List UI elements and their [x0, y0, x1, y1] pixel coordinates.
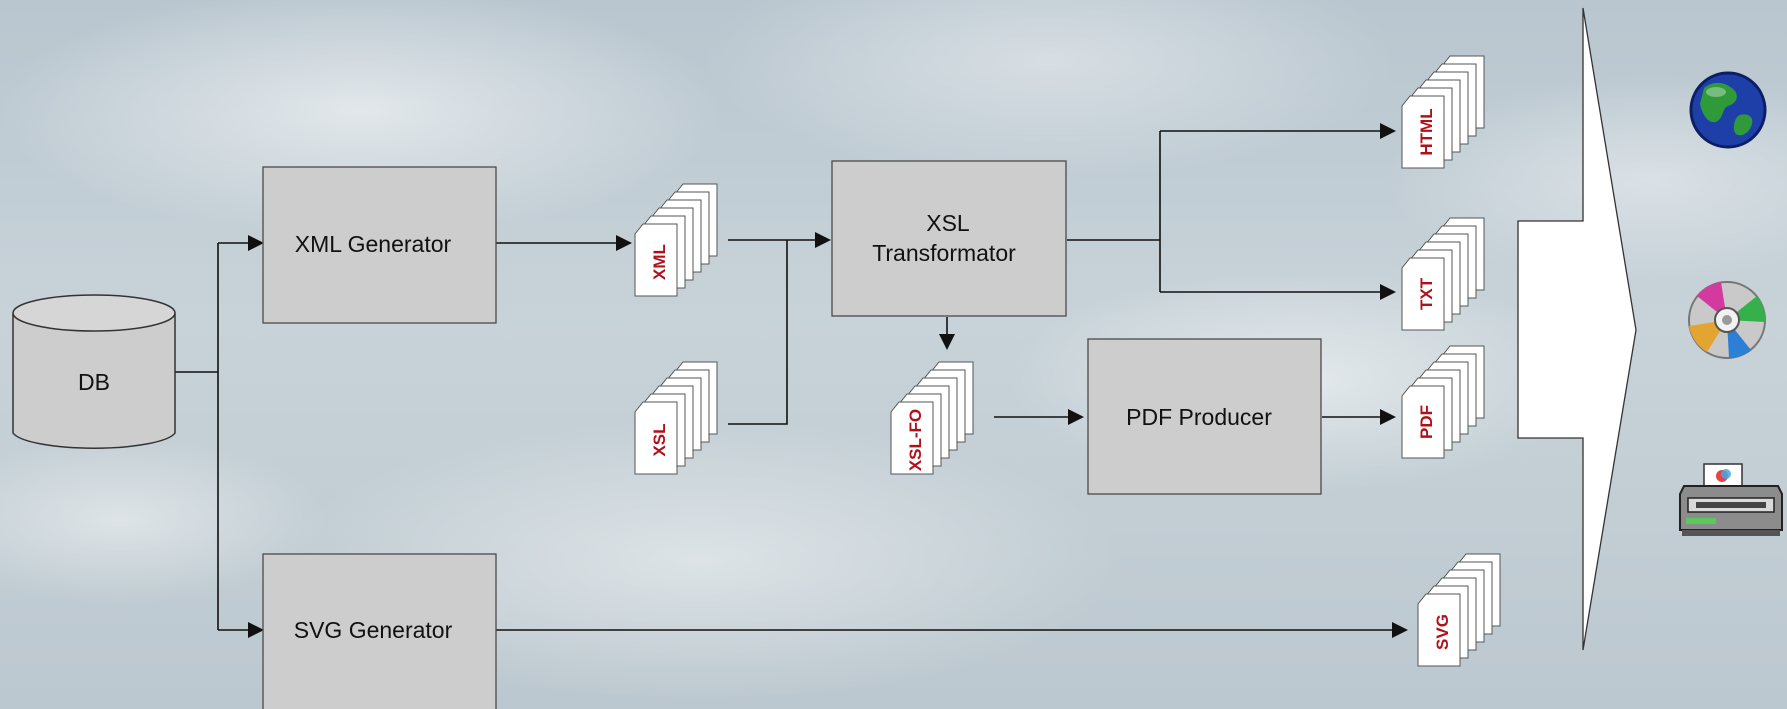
arrowhead [1068, 409, 1084, 425]
output-arrow [1517, 7, 1637, 651]
arrowhead [1392, 622, 1408, 638]
doc-stack-pdf: PDF [1401, 345, 1485, 459]
arrowheads [248, 123, 1408, 638]
doc-stack-xsl: XSL [634, 361, 718, 475]
xsl-transformator-box: XSL Transformator [831, 160, 1067, 317]
doc-stack-txt: TXT [1401, 217, 1485, 331]
db-cylinder: DB [12, 294, 176, 449]
xml-generator-box: XML Generator [262, 166, 497, 324]
connector-db-trunk [175, 243, 219, 630]
cd-icon [1688, 281, 1766, 359]
pdf-producer-box: PDF Producer [1087, 338, 1322, 495]
doc-label-xsl-fo: XSL-FO [906, 409, 925, 471]
doc-stack-xsl-fo: XSL-FO [890, 361, 974, 475]
doc-label-xml: XML [650, 244, 669, 280]
db-label: DB [78, 369, 110, 395]
svg-generator-box: SVG Generator [262, 553, 497, 709]
arrowhead [616, 235, 632, 251]
xsl-transformator-label-line1: XSL [926, 210, 970, 236]
svg-generator-label: SVG Generator [294, 617, 453, 643]
doc-label-pdf: PDF [1417, 405, 1436, 439]
xsl-transformator-label-line2: Transformator [872, 240, 1016, 266]
doc-label-xsl: XSL [650, 423, 669, 456]
connector-transformator-split [1067, 131, 1161, 292]
connector-xsl-to-transformator [728, 240, 788, 425]
arrowhead [248, 622, 264, 638]
arrowhead [248, 235, 264, 251]
connectors [175, 130, 1392, 631]
pdf-producer-label: PDF Producer [1126, 404, 1272, 430]
arrowhead [939, 334, 955, 350]
arrowhead [815, 232, 831, 248]
doc-label-svg: SVG [1433, 614, 1452, 650]
printer-icon [1679, 463, 1783, 536]
doc-label-html: HTML [1417, 108, 1436, 155]
xml-generator-label: XML Generator [295, 231, 452, 257]
doc-stack-html: HTML [1401, 55, 1485, 169]
arrowhead [1380, 123, 1396, 139]
arrowhead [1380, 284, 1396, 300]
doc-stack-xml: XML [634, 183, 718, 297]
doc-label-txt: TXT [1417, 277, 1436, 310]
arrowhead [1380, 409, 1396, 425]
doc-stack-svg: SVG [1417, 553, 1501, 667]
globe-icon [1689, 71, 1767, 149]
